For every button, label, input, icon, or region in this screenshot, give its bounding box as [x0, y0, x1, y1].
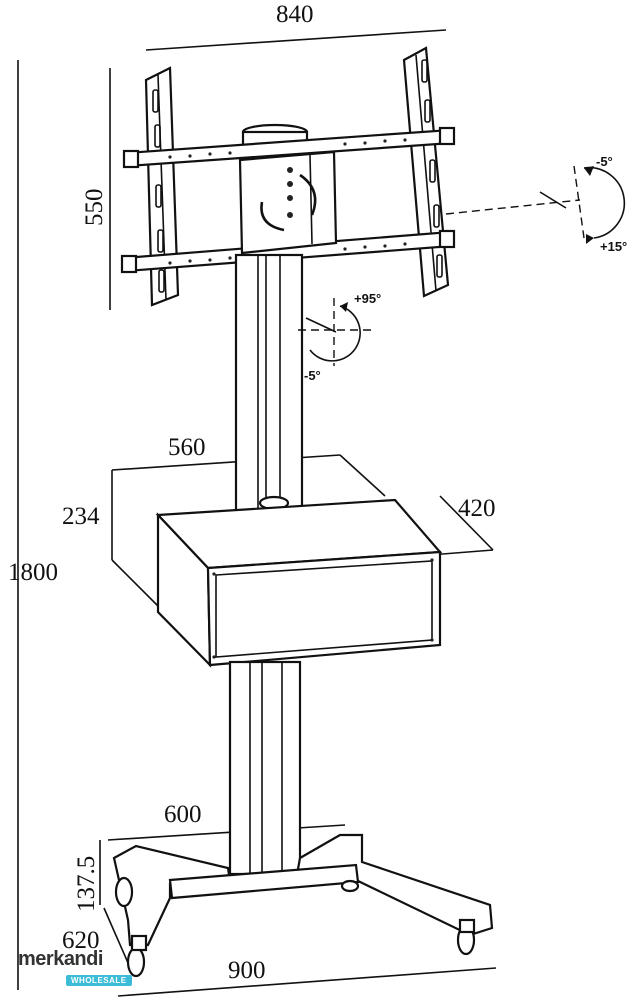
logo-brand: merkandi — [18, 948, 103, 970]
logo-badge: WHOLESALE — [66, 975, 132, 986]
dim-total-height: 1800 — [8, 559, 58, 586]
swivel-indicator — [298, 298, 372, 366]
dim-width-top: 840 — [276, 1, 314, 28]
dim-shelf-width: 560 — [168, 434, 206, 461]
angle-tilt-up: -5° — [596, 154, 613, 169]
tilt-indicator — [445, 165, 626, 244]
dim-height-mount: 550 — [81, 189, 108, 227]
dim-wheel-height: 137.5 — [73, 856, 100, 912]
merkandi-logo: merkandi WHOLESALE — [18, 948, 132, 988]
base — [112, 833, 494, 978]
dimension-lines — [17, 29, 497, 997]
dim-shelf-depth: 420 — [458, 495, 496, 522]
angle-swivel-plus: +95° — [354, 291, 381, 306]
casters — [114, 876, 476, 978]
angle-labels: -5° +15° +95° -5° — [304, 154, 627, 383]
dim-base-depth: 620 — [62, 927, 100, 954]
column-lower — [228, 660, 302, 876]
dim-base-width: 600 — [164, 801, 202, 828]
rail-holes — [168, 138, 407, 265]
angle-swivel-minus: -5° — [304, 368, 321, 383]
dimension-labels: 840 550 1800 560 234 420 600 137.5 620 9… — [8, 1, 496, 984]
bracket-slots — [152, 59, 443, 293]
angle-tilt-down: +15° — [600, 239, 627, 254]
dim-base-length: 900 — [228, 957, 266, 984]
column-upper — [234, 253, 304, 517]
shelf-cabinet — [155, 498, 443, 668]
dim-shelf-height: 234 — [62, 503, 100, 530]
tv-mount — [120, 46, 456, 307]
